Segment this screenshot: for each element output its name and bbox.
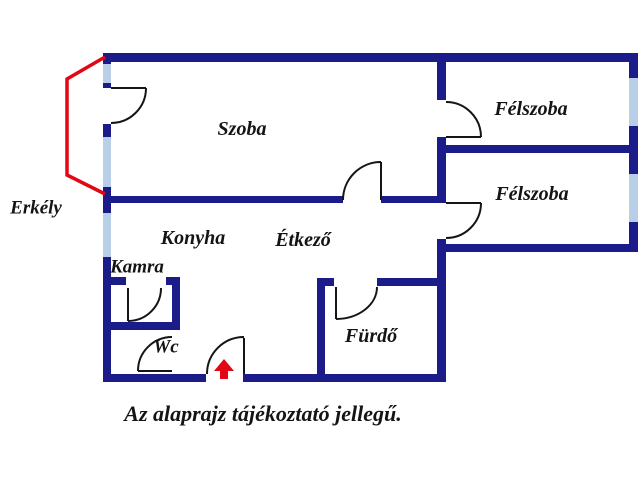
felszoba-bottom-door: [445, 202, 482, 239]
window-left-szoba-upper: [103, 64, 111, 83]
entrance-arrow-icon: [214, 359, 234, 379]
wall-left-seg1: [103, 53, 111, 64]
room-label-etkezo: Étkező: [275, 229, 331, 251]
wall-szoba-bottom-right: [381, 196, 446, 203]
wall-mid-vertical-seg1: [437, 53, 446, 100]
wall-bottom-right: [243, 374, 446, 382]
room-label-furdo: Fürdő: [344, 325, 398, 347]
wall-bottom-left: [103, 374, 206, 382]
room-label-szoba: Szoba: [217, 118, 267, 140]
felszoba-top-door: [445, 101, 482, 138]
wall-kamra-bottom: [103, 322, 180, 330]
windows-group: [103, 64, 638, 257]
balcony-outline: [65, 55, 106, 196]
wall-left-seg3: [103, 124, 111, 137]
window-left-konyha: [103, 213, 111, 257]
room-label-felszoba-bottom: Félszoba: [495, 183, 569, 205]
wall-furdo-left: [317, 278, 325, 382]
entrance-door: [206, 336, 245, 375]
entrance-arrow-stem: [220, 369, 228, 379]
wall-furdo-top-left: [317, 278, 334, 286]
balcony-door: [110, 87, 147, 124]
kamra-door: [127, 287, 162, 322]
wall-furdo-top-right: [377, 278, 446, 286]
room-label-kamra: Kamra: [110, 256, 164, 278]
furdo-door: [335, 286, 378, 320]
room-label-erkely: Erkély: [10, 197, 62, 219]
room-label-felszoba-top: Félszoba: [494, 98, 568, 120]
wall-kamra-right: [172, 277, 180, 330]
doors-group: [110, 87, 482, 375]
wall-right-seg3: [629, 222, 638, 252]
walls-group: [103, 53, 638, 382]
wall-felszoba-divider: [437, 145, 638, 153]
wall-kamra-top-left: [103, 277, 126, 285]
entrance-arrow-head: [214, 359, 234, 371]
caption-text: Az alaprajz tájékoztató jellegű.: [124, 401, 402, 426]
wall-felszoba-bottom: [437, 244, 638, 252]
wall-left-seg5: [103, 257, 111, 382]
room-label-konyha: Konyha: [160, 227, 226, 249]
wall-mid-vertical-seg3: [437, 239, 446, 382]
wall-szoba-bottom-left: [103, 196, 343, 203]
wall-right-seg1: [629, 53, 638, 78]
etkezo-door: [342, 161, 382, 201]
wall-top: [103, 53, 638, 62]
wall-left-seg2: [103, 83, 111, 88]
room-label-wc: Wc: [153, 336, 179, 358]
window-right-felszoba-bottom: [629, 174, 638, 222]
wc-door: [137, 336, 173, 372]
window-left-szoba-lower: [103, 137, 111, 187]
window-right-felszoba-top: [629, 78, 638, 126]
wall-mid-vertical-seg2: [437, 137, 446, 203]
